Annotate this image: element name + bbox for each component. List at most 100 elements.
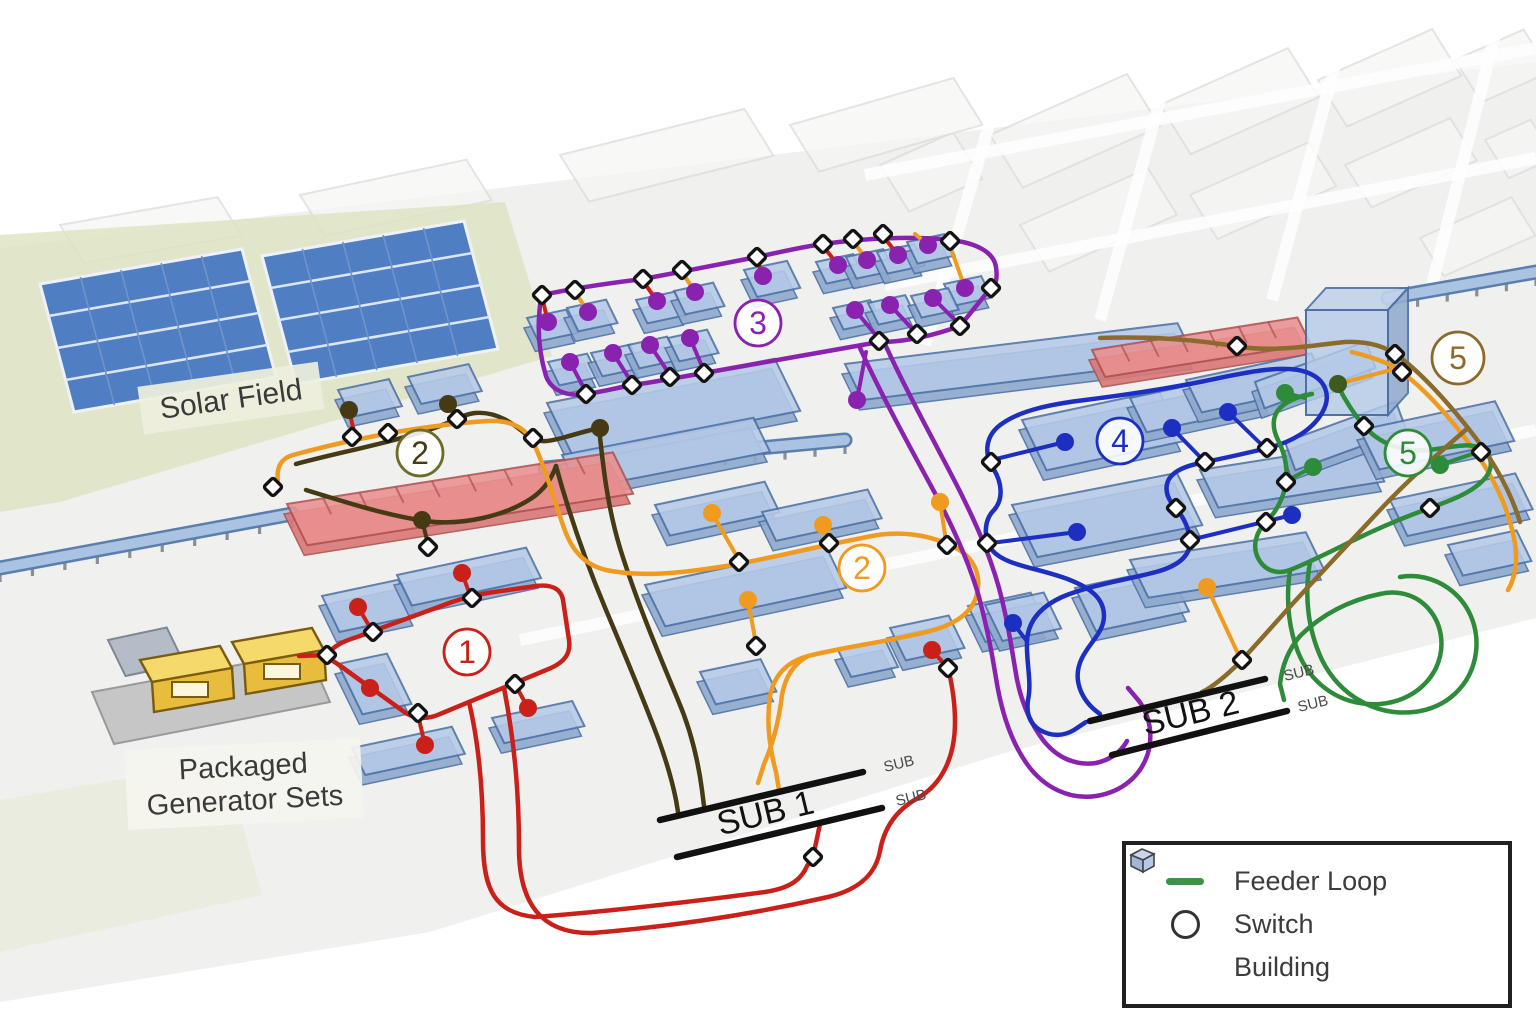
load-connection-dot [1068, 523, 1086, 541]
load-connection-dot [579, 303, 597, 321]
generator-unit [138, 644, 236, 714]
switch-icon [659, 366, 681, 388]
generator-unit [230, 626, 328, 696]
service-stub [994, 440, 1067, 461]
switch-icon [531, 284, 553, 306]
switch-icon [1165, 497, 1187, 519]
load-connection-dot [416, 736, 434, 754]
load-connection-dot [519, 699, 537, 717]
solar-row-line [270, 251, 473, 290]
switch-icon [377, 422, 399, 444]
generator-sets-label-bg [124, 737, 365, 831]
legend-item: Switch [1162, 909, 1508, 940]
loop-number-badge: 1 [442, 627, 492, 677]
load-connection-dot [591, 419, 609, 437]
area-labels: Solar Field Packaged Generator Sets [124, 361, 365, 831]
switch-icon [575, 383, 597, 405]
sub1-busbar-top [656, 768, 867, 824]
solar-col-line [120, 269, 156, 399]
feeder-loop-path [596, 425, 707, 809]
switch-icon [564, 279, 586, 301]
load-connection-dot [931, 493, 949, 511]
load-connection-dot [349, 598, 367, 616]
load-connection-dot [739, 591, 757, 609]
feeder-loop-path [553, 463, 681, 815]
switch-icon [446, 408, 468, 430]
load-connection-dot [1004, 614, 1022, 632]
solar-field-label: Solar Field [137, 361, 325, 435]
switch-icon [1384, 343, 1406, 365]
switch-icon [1391, 361, 1413, 383]
switch-icon [906, 323, 928, 345]
switch-icon [262, 476, 284, 498]
legend-item-label: Switch [1234, 909, 1314, 939]
switch-icon [461, 587, 483, 609]
feeder-loop-path [881, 339, 1130, 766]
switch-icon [417, 536, 439, 558]
load-connection-dot [848, 391, 866, 409]
switch-icon [1353, 415, 1375, 437]
sub2-busbar-top [1086, 675, 1269, 725]
load-connection-dot [641, 336, 659, 354]
switch-icon [316, 644, 338, 666]
feeder-loop-line [1162, 878, 1208, 885]
switch-icon [872, 223, 894, 245]
load-connection-dot [681, 329, 699, 347]
service-stub [710, 511, 741, 562]
sub1-bus-tag-bottom: SUB [894, 786, 928, 810]
feeder-loop-path [1199, 425, 1471, 695]
load-connection-dot [923, 641, 941, 659]
ghost-street [863, 42, 1536, 181]
loop-number: 3 [749, 305, 767, 341]
switch-icon [745, 635, 767, 657]
loop-number: 5 [1399, 435, 1417, 471]
solar-col-line [301, 248, 338, 378]
load-connection-dot [829, 256, 847, 274]
switches-layer [262, 223, 1492, 868]
loop-number: 1 [458, 634, 476, 670]
feeder-loop-path [1277, 591, 1383, 703]
solar-col-line [422, 227, 459, 357]
feeder-loops-layer [275, 235, 1523, 936]
solar-col-line [160, 262, 196, 392]
tall-building [1303, 285, 1411, 418]
building [1443, 529, 1533, 587]
sub1-busbar-bottom [673, 804, 886, 861]
loop-number-badge: 4 [1095, 416, 1145, 466]
switch-icon [842, 228, 864, 250]
load-connection-dot [413, 511, 431, 529]
feeder-loop-path [324, 583, 572, 721]
solar-field [38, 219, 500, 414]
feeder-loop-path [1305, 559, 1479, 715]
switch-icon [1470, 441, 1492, 463]
service-stub [1336, 366, 1400, 386]
switch-icon [976, 532, 998, 554]
load-connection-dot [648, 292, 666, 310]
feeder-loop-path [1097, 335, 1523, 525]
switch-icon [937, 657, 959, 679]
load-connection-dot [889, 246, 907, 264]
solar-row-line [48, 279, 251, 318]
loop-number-badge: 2 [837, 543, 887, 593]
switch-icon [504, 673, 526, 695]
solar-row-line [56, 311, 260, 350]
feeder-loop-path [755, 653, 811, 786]
solar-col-line [382, 234, 418, 364]
solar-col-line [79, 276, 116, 406]
load-connection-dot [1056, 433, 1074, 451]
load-connection-dot [561, 353, 579, 371]
loop-number-badge: 5 [1383, 428, 1433, 478]
switch-icon [1256, 437, 1278, 459]
load-connection-dot [539, 313, 557, 331]
load-connection-dot [1198, 578, 1216, 596]
loop-number-badge: 2 [395, 428, 445, 478]
legend-item: Feeder Loop [1162, 866, 1508, 897]
solar-row-line [65, 343, 268, 382]
switch-icon [1255, 511, 1277, 533]
feeder-loop-path [983, 366, 1329, 738]
generator-sets-label: Packaged Generator Sets [124, 737, 365, 831]
switch-icon [522, 427, 544, 449]
load-connection-dot [956, 279, 974, 297]
feeder-loop-path [857, 345, 1153, 799]
